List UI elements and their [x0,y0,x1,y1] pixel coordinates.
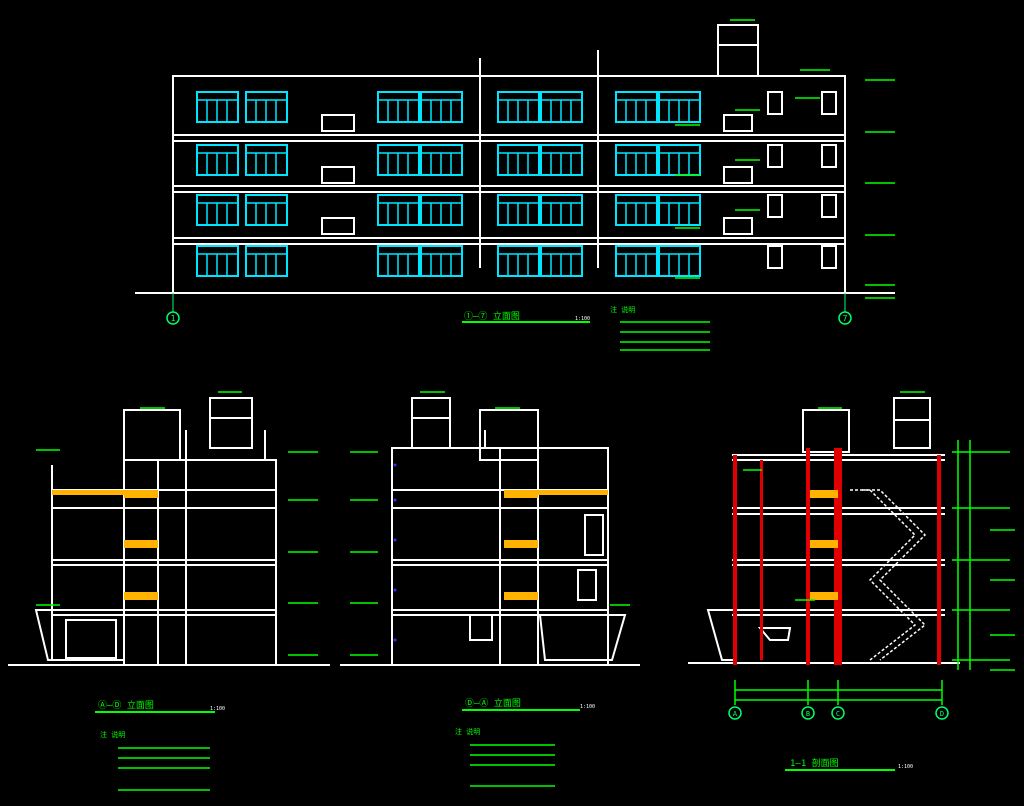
front-elevation-scale: 1:100 [575,316,590,322]
side-b-legend-head: 注 说明 [455,727,480,736]
side-a-title-block: Ⓐ—Ⓓ 立面图 1:100 [95,699,225,713]
section-axis-markers: A B C D [728,706,949,720]
section-slabs [810,490,838,600]
side-b-grid-dots [393,463,397,642]
axis-marker-label: D [940,710,944,718]
side-a-legend: 注 说明 [100,730,210,791]
side-b-level-marks [350,391,630,656]
section-columns [733,448,941,665]
axis-marker-label: B [806,710,810,718]
front-elevation-title: ①—⑦ 立面图 [464,310,520,322]
front-legend: 注 说明 [610,305,710,351]
front-windows [196,91,701,277]
side-b-title-block: Ⓓ—Ⓐ 立面图 1:100 [462,697,595,711]
axis-marker [831,706,845,720]
front-level-marks [675,19,895,299]
side-b-legend: 注 说明 [455,727,555,787]
side-elevation-b [340,397,640,666]
axis-marker [935,706,949,720]
section-title: 1—1 剖面图 [790,757,839,769]
axis-marker [801,706,815,720]
side-a-scale: 1:100 [210,706,225,712]
axis-marker-label: A [733,710,738,718]
section-stairs [850,489,927,661]
side-b-title: Ⓓ—Ⓐ 立面图 [465,697,521,709]
front-elevation [135,24,895,294]
side-a-legend-head: 注 说明 [100,730,125,739]
side-a-slabs [52,490,158,600]
section-view [688,397,960,664]
front-axis-markers: 1 7 [166,293,852,325]
side-a-level-marks [36,391,318,656]
side-elevation-a [8,397,330,666]
front-title-block: ①—⑦ 立面图 1:100 [462,310,590,323]
side-b-scale: 1:100 [580,704,595,710]
side-a-title: Ⓐ—Ⓓ 立面图 [98,699,154,711]
section-title-block: 1—1 剖面图 1:100 [785,757,913,771]
section-dimensions [734,391,1015,705]
front-legend-head: 注 说明 [610,305,635,314]
axis-marker-label: C [836,710,840,718]
axis-right-label: 7 [843,314,848,323]
side-b-slabs [504,490,608,600]
axis-marker [728,706,742,720]
section-scale: 1:100 [898,764,913,770]
axis-left-label: 1 [171,314,176,323]
